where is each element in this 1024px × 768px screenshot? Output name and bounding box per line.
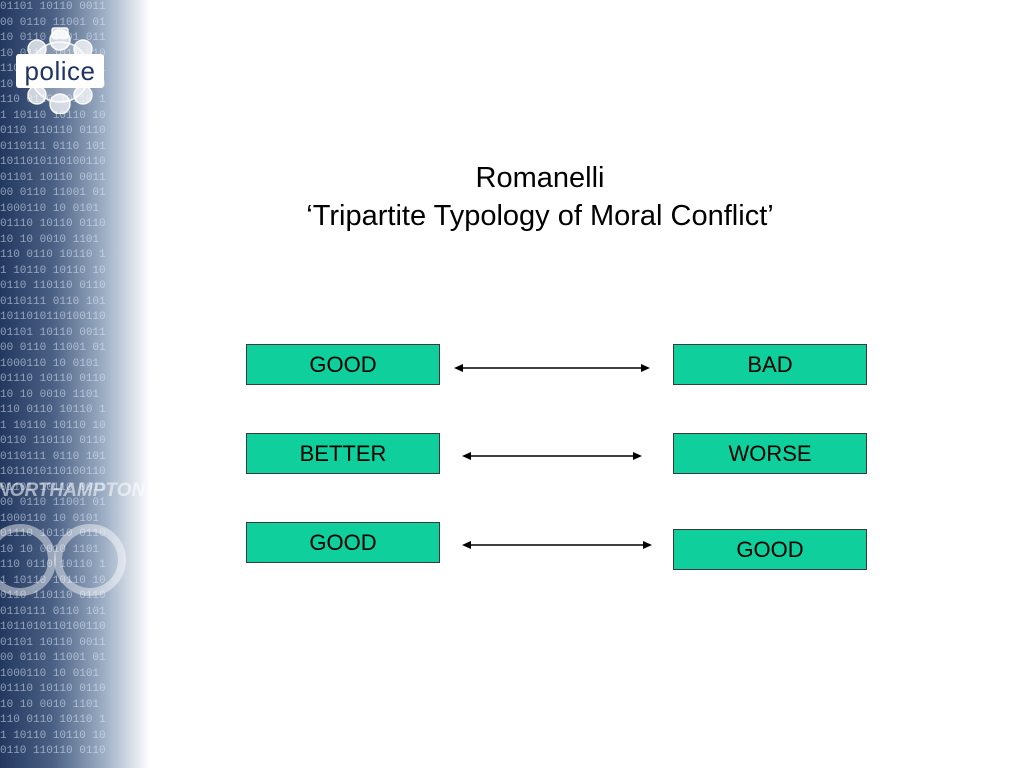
watermark-circles-icon [0,524,126,596]
police-logo: police [16,54,104,88]
double-arrow-row2 [462,452,642,460]
box-row2-right: WORSE [673,433,867,474]
double-arrow-row3 [462,541,652,549]
double-arrow-row1 [454,364,650,372]
box-row3-left: GOOD [246,522,440,563]
northampton-watermark: NORTHAMPTON [0,480,146,501]
slide-subtitle: ‘Tripartite Typology of Moral Conflict’ [306,200,774,232]
slide-title: Romanelli [475,162,605,194]
side-banner: 01101 10110 0011 00 0110 11001 01 10 011… [0,0,150,768]
box-row3-right: GOOD [673,529,867,570]
logo-text: police [24,55,96,86]
box-row2-left: BETTER [246,433,440,474]
box-row1-right: BAD [673,344,867,385]
binary-pattern: 01101 10110 0011 00 0110 11001 01 10 011… [0,1,106,757]
box-row1-left: GOOD [246,344,440,385]
